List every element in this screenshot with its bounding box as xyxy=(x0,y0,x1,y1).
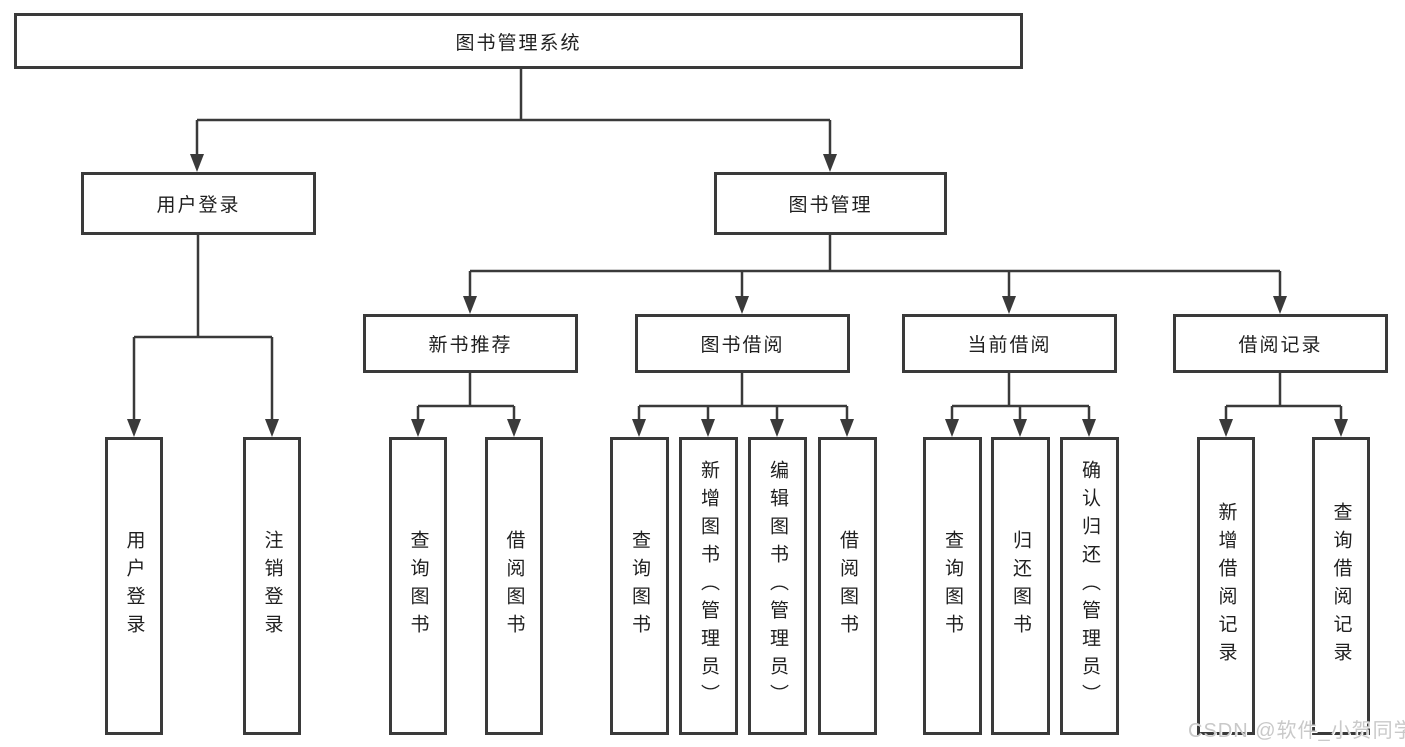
leaf-newbook-query-books: 查询图书 xyxy=(389,437,447,735)
node-label: 查询图书 xyxy=(407,530,429,642)
node-book-management: 图书管理 xyxy=(714,172,947,235)
node-label: 注销登录 xyxy=(261,530,283,642)
node-user-login: 用户登录 xyxy=(81,172,316,235)
leaf-current-return-books: 归还图书 xyxy=(991,437,1050,735)
arrow-down-icon xyxy=(411,419,425,437)
node-label: 图书管理 xyxy=(788,195,873,216)
arrow-down-icon xyxy=(1273,296,1287,314)
arrow-down-icon xyxy=(127,419,141,437)
arrowheads xyxy=(127,154,1348,437)
node-label: 当前借阅 xyxy=(967,335,1052,356)
leaf-record-add: 新增借阅记录 xyxy=(1197,437,1255,735)
arrow-down-icon xyxy=(1013,419,1027,437)
node-label: 借阅记录 xyxy=(1238,335,1323,356)
node-label: 新增借阅记录 xyxy=(1215,502,1237,670)
node-book-borrow: 图书借阅 xyxy=(635,314,850,373)
arrow-down-icon xyxy=(632,419,646,437)
leaf-current-confirm-return-admin: 确认归还（管理员） xyxy=(1060,437,1119,735)
watermark: CSDN @软件_小贺同学 xyxy=(1188,720,1405,742)
leaf-borrow-add-books-admin: 新增图书（管理员） xyxy=(679,437,738,735)
arrow-down-icon xyxy=(1082,419,1096,437)
arrow-down-icon xyxy=(701,419,715,437)
node-library-system: 图书管理系统 xyxy=(14,13,1023,69)
arrow-down-icon xyxy=(1334,419,1348,437)
node-label: 新增图书（管理员） xyxy=(698,460,719,712)
node-label: 用户登录 xyxy=(156,195,241,216)
leaf-logout: 注销登录 xyxy=(243,437,301,735)
node-borrow-records: 借阅记录 xyxy=(1173,314,1388,373)
node-label: 借阅图书 xyxy=(837,530,858,642)
leaf-borrow-edit-books-admin: 编辑图书（管理员） xyxy=(748,437,807,735)
node-label: 归还图书 xyxy=(1010,530,1031,642)
node-label: 编辑图书（管理员） xyxy=(767,460,788,712)
leaf-borrow-query-books: 查询图书 xyxy=(610,437,669,735)
node-label: 确认归还（管理员） xyxy=(1079,460,1100,712)
arrow-down-icon xyxy=(770,419,784,437)
arrow-down-icon xyxy=(823,154,837,172)
node-label: 查询图书 xyxy=(942,530,963,642)
leaf-newbook-borrow-books: 借阅图书 xyxy=(485,437,543,735)
node-new-book-recommend: 新书推荐 xyxy=(363,314,578,373)
node-label: 查询图书 xyxy=(629,530,650,642)
arrow-down-icon xyxy=(1219,419,1233,437)
arrow-down-icon xyxy=(945,419,959,437)
arrow-down-icon xyxy=(463,296,477,314)
leaf-record-query: 查询借阅记录 xyxy=(1312,437,1370,735)
arrow-down-icon xyxy=(1002,296,1016,314)
leaf-current-query-books: 查询图书 xyxy=(923,437,982,735)
leaf-borrow-borrow-books: 借阅图书 xyxy=(818,437,877,735)
node-label: 查询借阅记录 xyxy=(1330,502,1352,670)
arrow-down-icon xyxy=(265,419,279,437)
node-label: 图书管理系统 xyxy=(455,32,582,54)
node-current-borrow: 当前借阅 xyxy=(902,314,1117,373)
arrow-down-icon xyxy=(190,154,204,172)
node-label: 新书推荐 xyxy=(428,335,513,356)
arrow-down-icon xyxy=(507,419,521,437)
node-label: 图书借阅 xyxy=(700,335,785,356)
arrow-down-icon xyxy=(840,419,854,437)
arrow-down-icon xyxy=(735,296,749,314)
node-label: 借阅图书 xyxy=(503,530,525,642)
node-label: 用户登录 xyxy=(123,530,145,642)
leaf-user-login: 用户登录 xyxy=(105,437,163,735)
